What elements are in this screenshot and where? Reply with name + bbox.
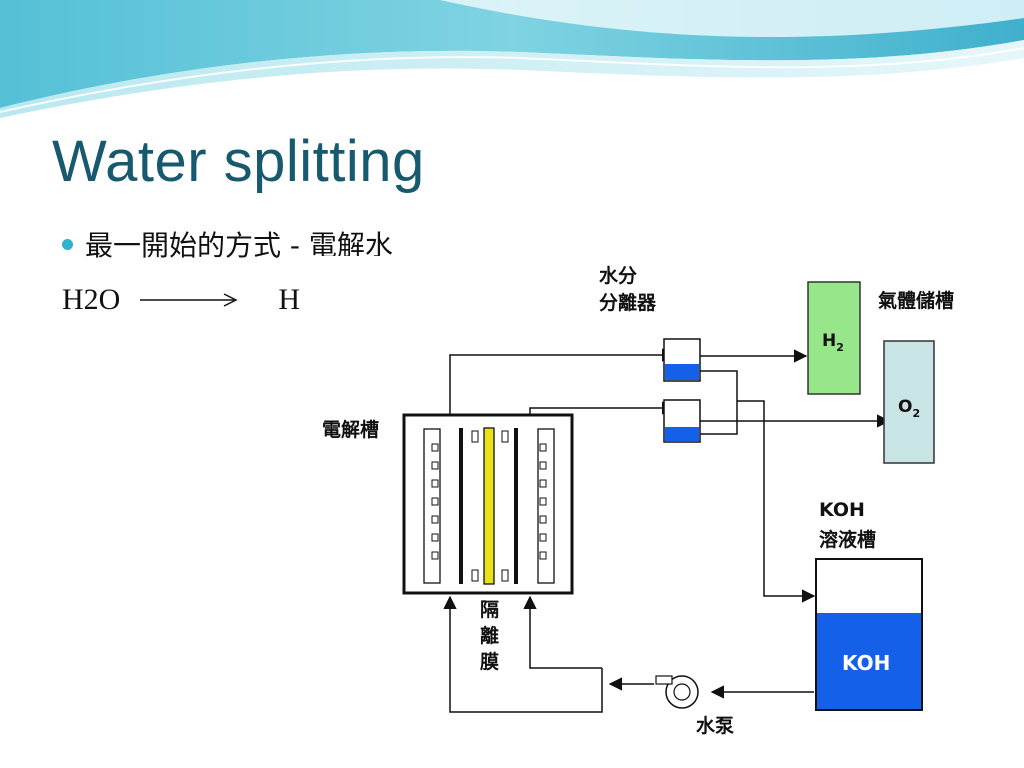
o2-outlet-line — [529, 401, 676, 415]
electrolyzer-cell — [402, 413, 574, 595]
flow-lines — [443, 348, 891, 713]
separator-label-line2: 分離器 — [599, 291, 657, 314]
membrane-label-char-3: 膜 — [479, 650, 499, 673]
membrane — [483, 427, 495, 585]
equation-reactant: H2O — [62, 283, 121, 316]
separator-label-line1: 水分 — [599, 265, 637, 287]
h2-outlet-line — [449, 348, 676, 414]
pump-icon — [655, 675, 699, 709]
koh-tank — [815, 558, 923, 711]
return-line-left — [443, 595, 603, 713]
bullet-dot-icon — [62, 238, 73, 250]
o2-tank — [883, 340, 935, 464]
electrolysis-diagram: 水分 分離器 氣體儲槽 H2 O2 電解槽 隔 離 膜 KOH 溶液槽 KOH … — [312, 256, 1004, 746]
reaction-arrow-icon — [140, 293, 239, 307]
electrolyzer-label: 電解槽 — [322, 418, 379, 441]
koh-tank-label-line1: KOH — [819, 499, 865, 521]
left-electrode-frame — [423, 428, 441, 584]
right-electrode-frame — [537, 428, 555, 584]
membrane-label-char-2: 離 — [480, 624, 499, 647]
drain-to-koh-line — [737, 400, 816, 603]
gas-storage-label: 氣體儲槽 — [878, 289, 954, 312]
membrane-label-char-1: 隔 — [480, 599, 499, 621]
equation-product: H — [278, 283, 301, 316]
pump-label: 水泵 — [696, 715, 734, 737]
h2-tank — [807, 281, 861, 395]
reaction-equation: H2O H — [62, 278, 300, 322]
h2-tank-label: H2 — [822, 331, 844, 354]
koh-tank-label-line2: 溶液槽 — [819, 528, 876, 551]
return-line-right — [523, 595, 602, 669]
koh-solution-label: KOH — [842, 651, 890, 675]
o2-tank-label: O2 — [898, 397, 920, 420]
water-separator-bottom — [663, 399, 701, 443]
header-wave-decoration — [0, 0, 1024, 118]
separator-drain-line — [700, 370, 738, 435]
water-separator-top — [663, 338, 701, 382]
slide-title: Water splitting — [52, 129, 425, 194]
